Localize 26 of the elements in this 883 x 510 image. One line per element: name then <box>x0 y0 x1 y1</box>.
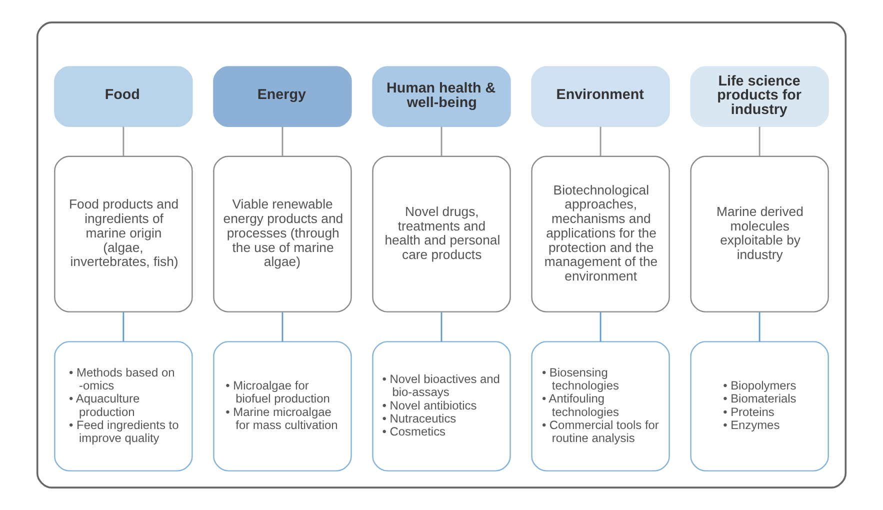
node-box: Energy <box>213 66 352 128</box>
node-box: Viable renewable energy products and processes (through the use of marine algae) <box>213 156 352 312</box>
node-box: Food products and ingredients of marine origin (algae, invertebrates, fish) <box>54 156 193 312</box>
connector <box>758 126 760 156</box>
connector <box>122 312 124 342</box>
cluster <box>36 22 847 488</box>
node-box: Novel drugs, treatments and health and personal care products <box>372 156 511 312</box>
node-box: Life science products for industry <box>690 66 829 128</box>
connector <box>758 312 760 342</box>
node-box: • Novel bioactives and bio-assays • Novel antibiotics • Nutraceutics • Cosmetics <box>372 341 511 472</box>
connector <box>122 126 124 156</box>
node-box: Environment <box>531 66 670 128</box>
node-box: Biotechnological approaches, mechanisms and applications for the protection and the management of the environment <box>531 156 670 312</box>
node-box: • Methods based on -omics • Aquaculture production • Feed ingredients to improve quality <box>54 341 193 472</box>
connector <box>600 126 602 156</box>
node-box: • Microalgae for biofuel production • Marine microalgae for mass cultivation <box>213 341 352 472</box>
node-box: • Biopolymers • Biomaterials • Proteins • Enzymes <box>690 341 829 472</box>
connector <box>440 126 442 156</box>
node-box: Marine derived molecules exploitable by industry <box>690 156 829 312</box>
connector <box>440 312 442 342</box>
node-box: • Biosensing technologies • Antifouling technologies • Commercial tools for routine analysis <box>531 341 670 472</box>
connector <box>282 126 284 156</box>
node-box: Human health & well-being <box>372 66 511 128</box>
node-box: Food <box>54 66 193 128</box>
connector <box>600 312 602 342</box>
connector <box>282 312 284 342</box>
